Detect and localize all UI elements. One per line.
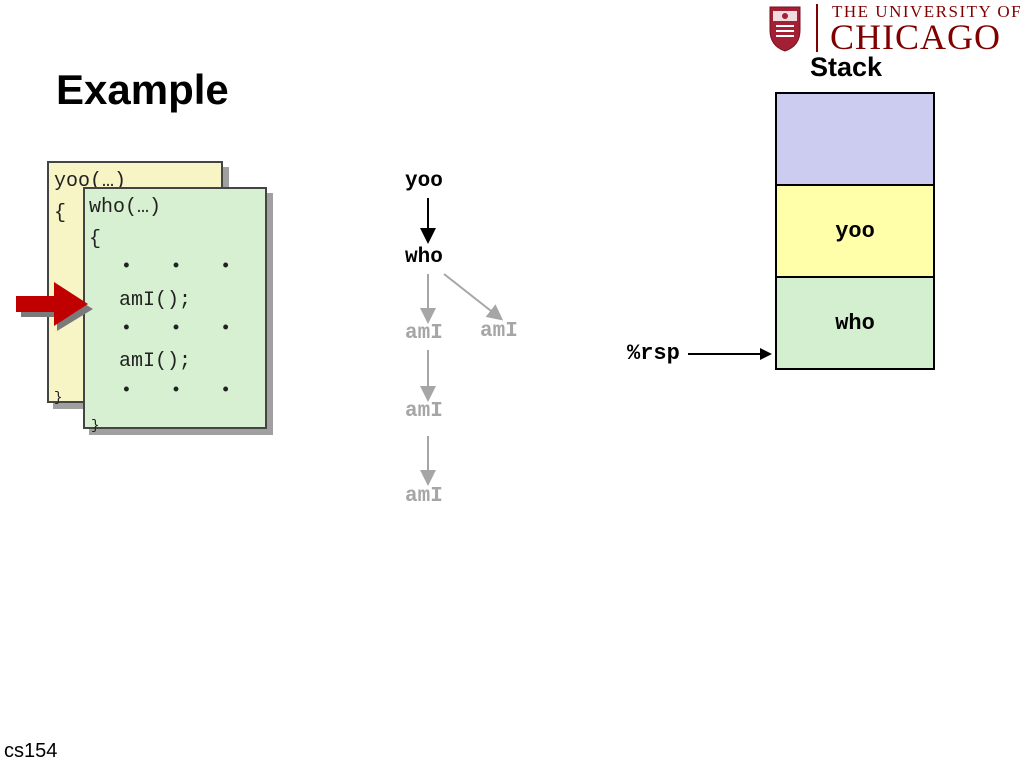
who-ellipsis-2: • • • [121, 319, 246, 339]
rsp-arrow-icon [688, 348, 772, 360]
who-close-brace: } [91, 418, 100, 434]
current-line-arrow-icon [16, 282, 93, 331]
stack-frame-caller [775, 92, 935, 184]
who-ellipsis-1: • • • [121, 257, 246, 277]
tree-node-yoo: yoo [405, 170, 443, 193]
logo-divider [816, 4, 818, 52]
call-tree-edges [420, 198, 504, 486]
who-open-brace: { [89, 228, 102, 251]
stack-frame-who: who [775, 276, 935, 370]
yoo-close-brace: } [54, 390, 63, 406]
tree-node-who: who [405, 246, 443, 269]
tree-node-ami-3: amI [405, 400, 443, 423]
stack-diagram: yoo who [775, 92, 935, 370]
slide-title: Example [56, 66, 229, 113]
yoo-open-brace: { [54, 202, 67, 225]
university-crest-icon [769, 6, 801, 52]
tree-node-ami-1: amI [405, 322, 443, 345]
stack-frame-yoo: yoo [775, 184, 935, 276]
stack-title: Stack [810, 52, 883, 82]
who-ami-call-1: amI(); [119, 289, 192, 312]
logo-university-text: THE UNIVERSITY OF [832, 2, 1023, 21]
who-ellipsis-3: • • • [121, 381, 246, 401]
logo-chicago-text: CHICAGO [830, 17, 1002, 57]
who-code-header: who(…) [89, 196, 162, 219]
tree-node-ami-2: amI [480, 320, 518, 343]
who-ami-call-2: amI(); [119, 350, 192, 373]
tree-node-ami-4: amI [405, 485, 443, 508]
footer-course-label: cs154 [4, 740, 58, 762]
who-code-card: who(…) { • • • amI(); • • • amI(); • • •… [83, 187, 267, 434]
rsp-pointer-label: %rsp [627, 341, 680, 366]
edge-who-ami-2 [443, 273, 504, 321]
